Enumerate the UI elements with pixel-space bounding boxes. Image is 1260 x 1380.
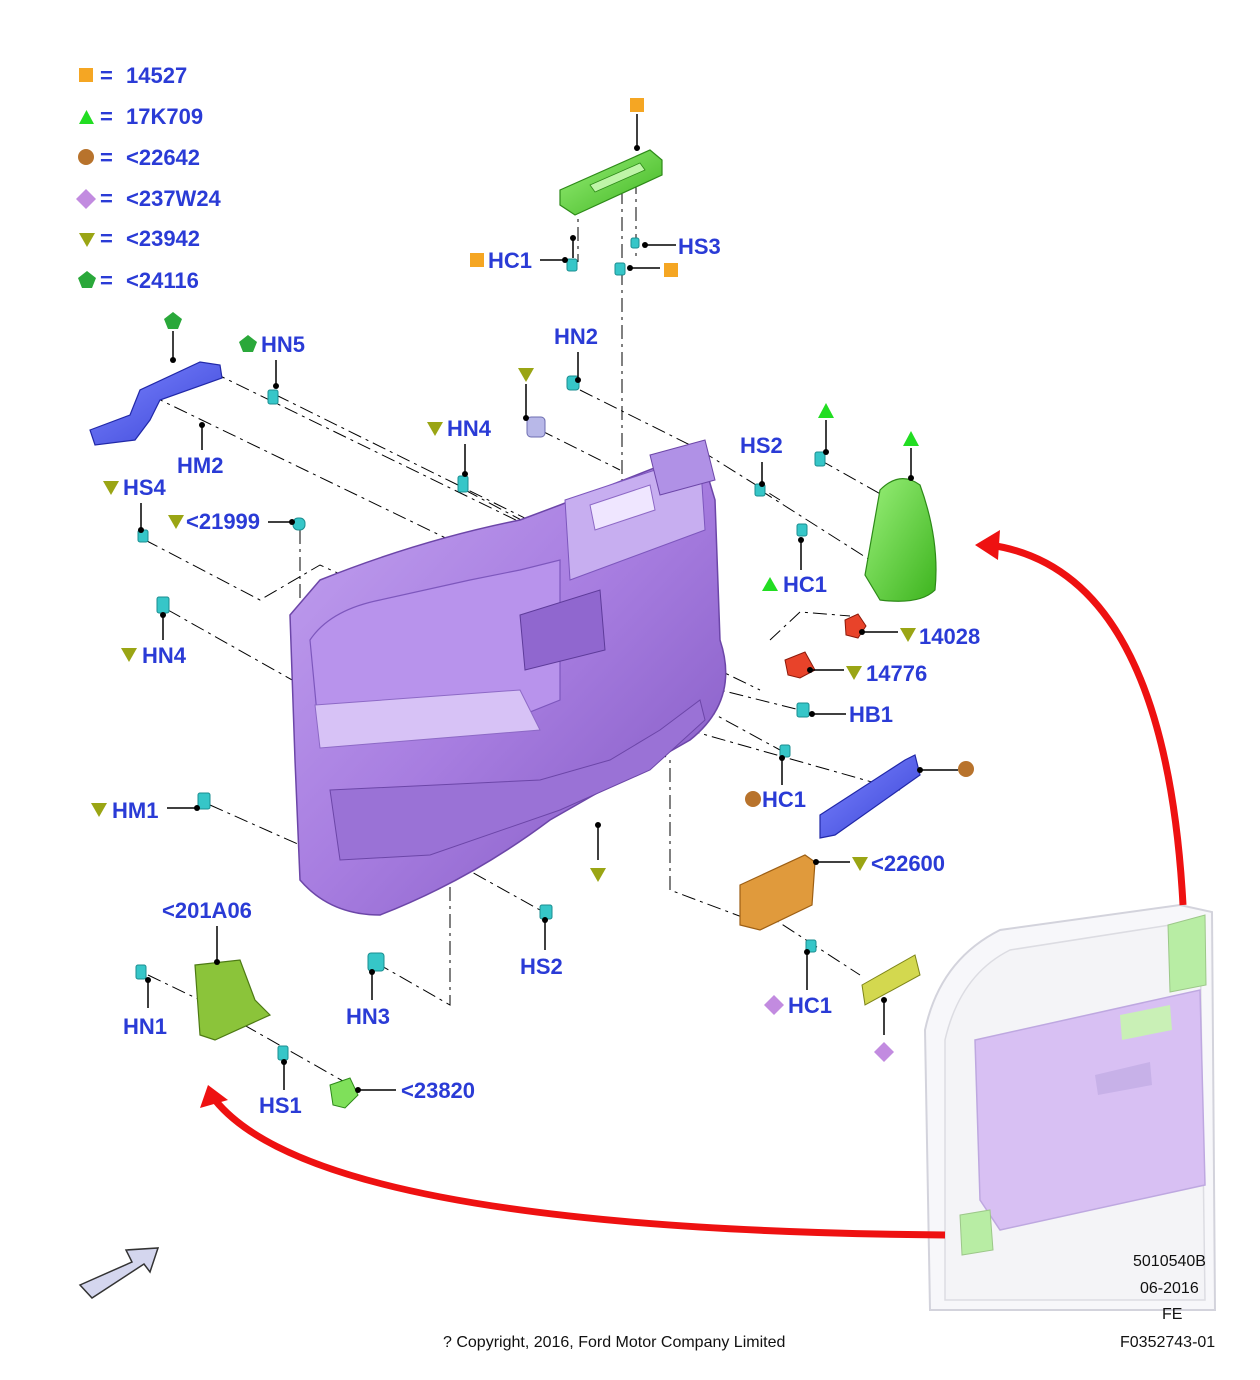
legend-eq: =	[100, 145, 113, 170]
mirror-trim-cover	[864, 478, 937, 602]
fasteners	[135, 237, 826, 1061]
callout-22600: <22600	[871, 851, 945, 876]
legend-label: <24116	[126, 268, 199, 293]
legend-row-22642: = <22642	[78, 145, 200, 170]
callout-hn5: HN5	[261, 332, 305, 357]
callout-hm2: HM2	[177, 453, 223, 478]
footer-fe: FE	[1162, 1306, 1182, 1323]
bracket-blue	[89, 361, 223, 446]
legend-label: 14527	[126, 63, 187, 88]
callout-hs2-bottom: HS2	[520, 954, 563, 979]
triangle-up-symbol-icon	[903, 431, 919, 446]
diamond-symbol-icon	[874, 1042, 894, 1062]
legend-row-237w24: = <237W24	[76, 186, 222, 211]
handle-housing	[739, 854, 816, 931]
legend-label: 17K709	[126, 104, 203, 129]
callout-hs4: HS4	[123, 475, 167, 500]
pull-handle	[819, 754, 921, 839]
callout-hc1-bottom: HC1	[788, 993, 832, 1018]
callout-hs3: HS3	[678, 234, 721, 259]
callout-hc1-right: HC1	[783, 572, 827, 597]
callout-14028: 14028	[919, 624, 980, 649]
callout-hb1: HB1	[849, 702, 893, 727]
triangle-up-symbol-icon	[79, 110, 94, 124]
lower-trim	[194, 959, 272, 1041]
legend-eq: =	[100, 63, 113, 88]
triangle-down-symbol-icon	[427, 422, 443, 436]
pentagon-symbol-icon	[78, 271, 96, 288]
callout-hn4-left: HN4	[142, 643, 187, 668]
window-switch-bezel	[559, 149, 663, 216]
legend-eq: =	[100, 226, 113, 251]
view-direction-arrow-icon	[78, 1247, 160, 1299]
legend-row-17k709: = 17K709	[79, 104, 203, 129]
callout-201a06: <201A06	[162, 898, 252, 923]
triangle-down-symbol-icon	[518, 368, 534, 382]
trim-pad	[861, 954, 921, 1006]
legend-row-14527: = 14527	[79, 63, 187, 88]
triangle-down-symbol-icon	[846, 666, 862, 680]
triangle-down-symbol-icon	[103, 481, 119, 495]
square-symbol-icon	[664, 263, 678, 277]
triangle-down-symbol-icon	[168, 515, 184, 529]
legend-label: <237W24	[126, 186, 222, 211]
legend: = 14527 = 17K709 = <22642 = <237W24 = <2…	[76, 63, 222, 293]
callout-hs2-right: HS2	[740, 433, 783, 458]
callout-hc1-mid: HC1	[762, 787, 806, 812]
callout-hm1: HM1	[112, 798, 158, 823]
diamond-symbol-icon	[764, 995, 784, 1015]
triangle-down-symbol-icon	[852, 857, 868, 871]
arrowhead-icon	[200, 1085, 228, 1108]
legend-label: <23942	[126, 226, 200, 251]
triangle-down-symbol-icon	[121, 648, 137, 662]
triangle-up-symbol-icon	[818, 403, 834, 418]
legend-row-23942: = <23942	[79, 226, 200, 251]
locator-arrows	[200, 530, 1187, 1239]
door-trim-panel	[289, 439, 727, 916]
callout-hs1: HS1	[259, 1093, 302, 1118]
legend-eq: =	[100, 186, 113, 211]
red-clip-14776	[784, 651, 816, 679]
legend-eq: =	[100, 268, 113, 293]
square-symbol-icon	[79, 68, 93, 82]
legend-label: <22642	[126, 145, 200, 170]
triangle-down-symbol-icon	[900, 628, 916, 642]
square-symbol-icon	[470, 253, 484, 267]
callout-hn4-top: HN4	[447, 416, 492, 441]
callout-14776: 14776	[866, 661, 927, 686]
square-symbol-icon	[630, 98, 644, 112]
footer-code2: F0352743-01	[1120, 1334, 1215, 1351]
triangle-up-symbol-icon	[762, 577, 778, 591]
pentagon-symbol-icon	[239, 335, 257, 352]
circle-symbol-icon	[78, 149, 94, 165]
clip-23820	[329, 1077, 359, 1109]
triangle-down-symbol-icon	[91, 803, 107, 817]
legend-eq: =	[100, 104, 113, 129]
footer-copyright: ? Copyright, 2016, Ford Motor Company Li…	[443, 1334, 785, 1351]
footer-code1: 5010540B	[1133, 1253, 1206, 1270]
triangle-down-symbol-icon	[590, 868, 606, 882]
callout-hc1-top: HC1	[488, 248, 532, 273]
callouts: HC1 HS3 HN5 HN2 HM2 HN4 HS2	[91, 98, 980, 1118]
callout-hn1: HN1	[123, 1014, 167, 1039]
triangle-down-symbol-icon	[79, 233, 95, 247]
callout-hn2: HN2	[554, 324, 598, 349]
diamond-symbol-icon	[76, 189, 96, 209]
callout-hn3: HN3	[346, 1004, 390, 1029]
arrowhead-icon	[975, 530, 1000, 560]
circle-symbol-icon	[745, 791, 761, 807]
callout-23820: <23820	[401, 1078, 475, 1103]
pentagon-symbol-icon	[164, 312, 182, 329]
callout-21999: <21999	[186, 509, 260, 534]
locator-door-view	[923, 903, 1217, 1311]
circle-symbol-icon	[958, 761, 974, 777]
footer-date: 06-2016	[1140, 1280, 1199, 1297]
legend-row-24116: = <24116	[78, 268, 199, 293]
footer: 5010540B 06-2016 FE F0352743-01 ? Copyri…	[443, 1253, 1215, 1351]
